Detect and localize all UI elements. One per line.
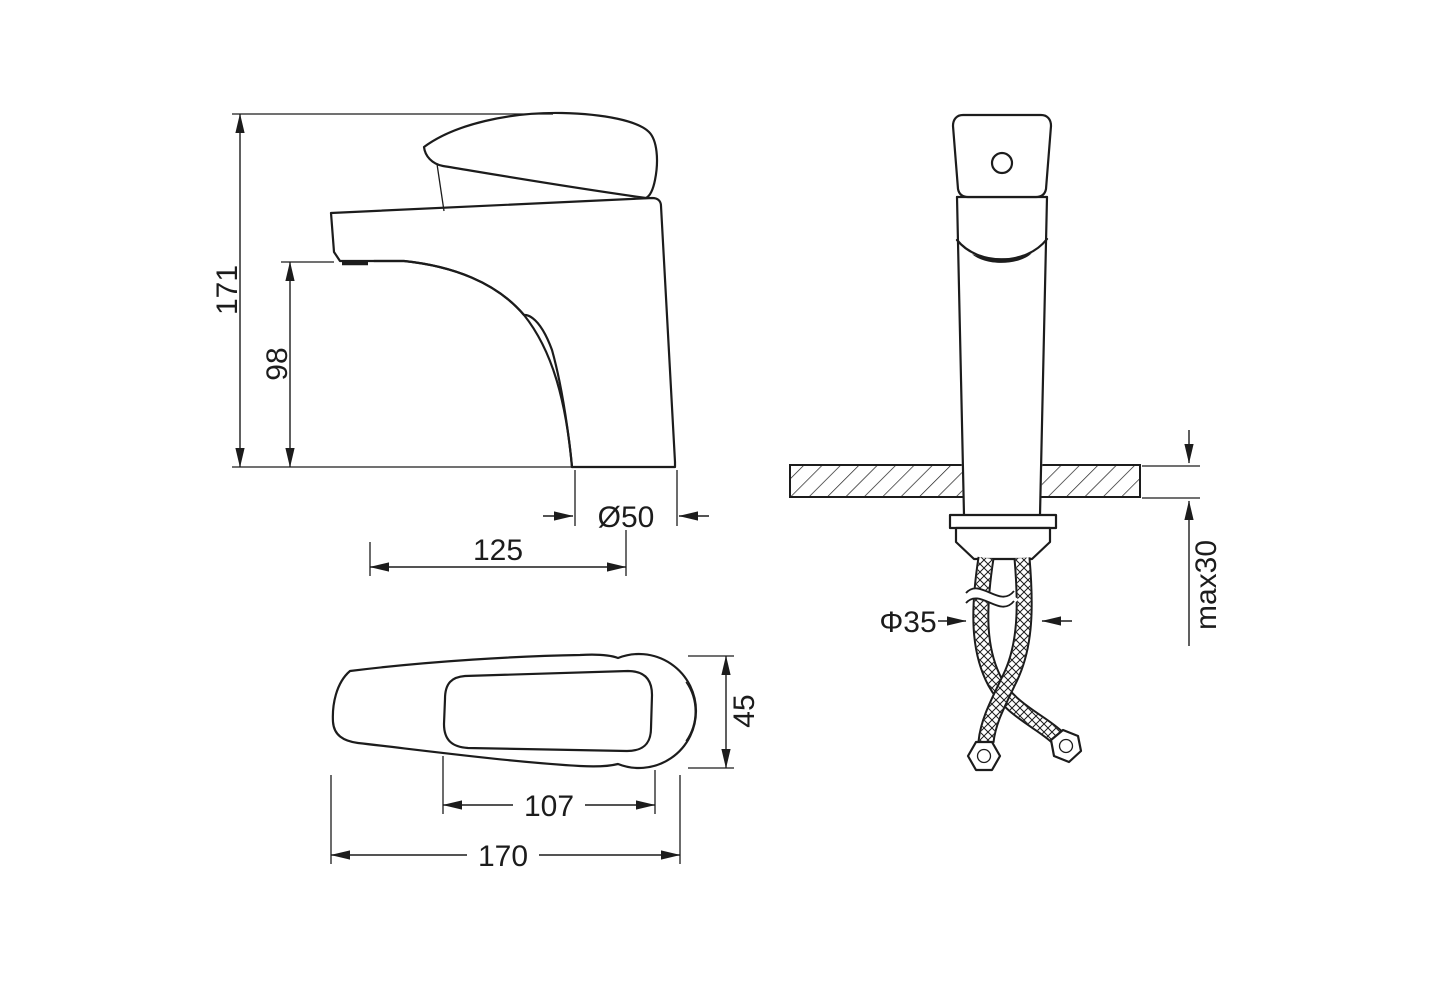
dim-handle-width: 45 [688,655,761,769]
handle-top-face [442,669,654,753]
dim-total-height: 171 [211,113,572,468]
dim-spout-reach-label: 125 [473,534,523,567]
handle-body-joint-line [436,163,445,212]
handle-button-hole [990,151,1014,175]
body-right-edge [1038,195,1049,517]
mounting-nut [954,526,1052,561]
spout-front-crescent [972,253,1032,263]
dim-hole-diameter-label: Φ35 [879,606,936,639]
hose-break-symbol [961,587,1019,608]
dim-handle-length: 107 [442,756,656,823]
hose-fitting-left [966,740,1002,772]
faucet-side-body [329,196,677,469]
side-view: 171 98 Ø50 125 [211,111,709,576]
dim-spout-height: 98 [261,261,334,468]
faucet-spout-underside [372,259,574,469]
dim-handle-length-label: 107 [524,790,574,823]
dim-max-thickness-label: max30 [1190,540,1223,630]
hose-fitting-right [1049,728,1083,764]
dim-spout-height-label: 98 [261,347,294,380]
dim-hole-diameter: Φ35 [879,606,1072,639]
supply-hose-right [977,557,1033,744]
faucet-front-body-fill [955,195,1049,517]
handle-top-outline [331,652,698,770]
mounting-plate [948,513,1058,530]
front-view: Φ35 max30 [789,113,1223,772]
dim-base-diameter-label: Ø50 [598,501,655,534]
body-rim-arc [685,681,696,742]
dim-total-length: 170 [330,775,681,873]
dim-total-height-label: 171 [211,265,244,315]
dim-max-thickness: max30 [1142,430,1223,646]
body-left-edge [955,195,966,517]
dim-base-diameter: Ø50 [543,470,709,534]
dim-total-length-label: 170 [478,840,528,873]
dim-handle-width-label: 45 [728,694,761,727]
top-view: 45 107 170 [330,652,761,873]
faucet-side-handle [422,111,659,200]
dim-spout-reach: 125 [369,530,627,576]
